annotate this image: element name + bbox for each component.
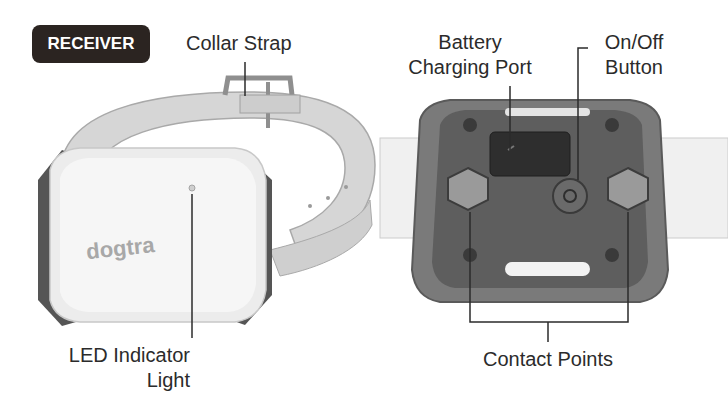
part-label: Contact Points bbox=[458, 347, 638, 372]
title-badge: RECEIVER bbox=[32, 25, 150, 63]
part-label: Battery Charging Port bbox=[395, 30, 545, 80]
part-label: Collar Strap bbox=[186, 31, 326, 56]
badge-text: RECEIVER bbox=[48, 34, 135, 54]
part-label: LED Indicator Light bbox=[40, 343, 190, 393]
part-label: On/Off Button bbox=[592, 30, 676, 80]
